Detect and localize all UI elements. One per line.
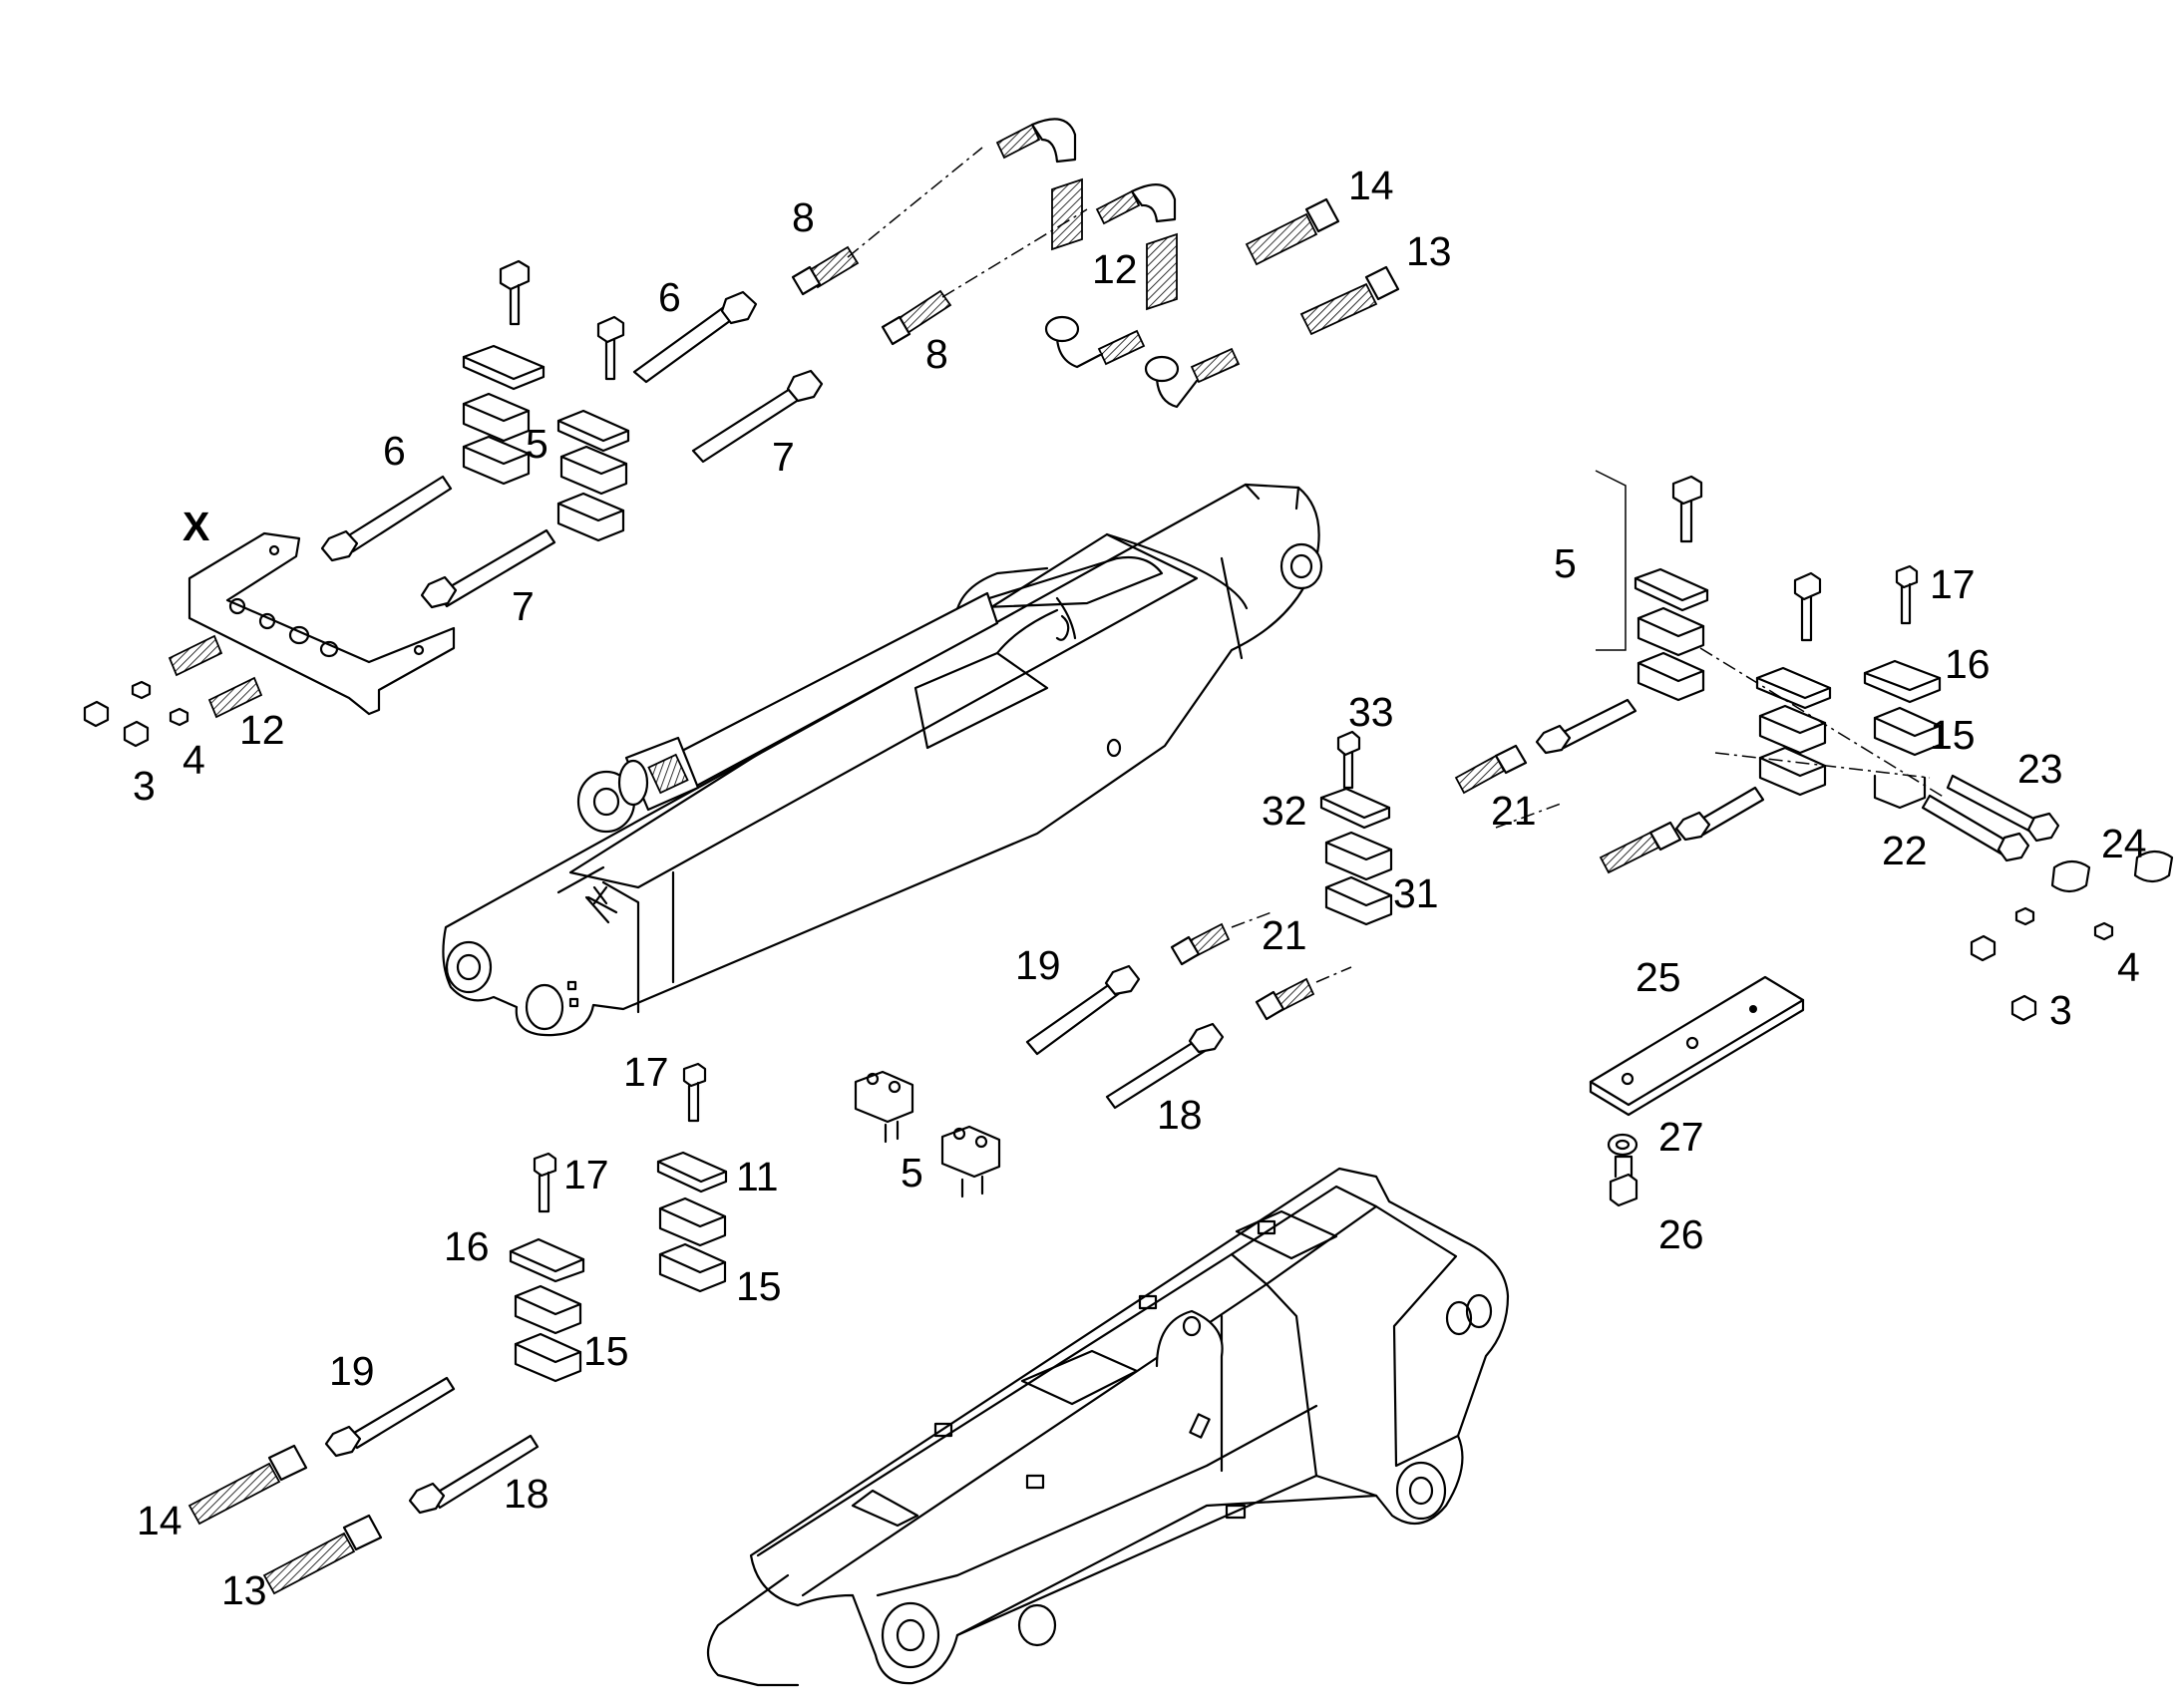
bolt-parts [499, 259, 1919, 1213]
callout-8: 8 [792, 194, 815, 240]
callout-14: 14 [1348, 163, 1394, 208]
callout-6: 6 [658, 274, 681, 320]
callout-33: 33 [1348, 689, 1394, 735]
callout-11: 11 [736, 1154, 779, 1199]
clamp-parts [462, 344, 1942, 1383]
callout-7: 7 [772, 434, 795, 480]
callout-x: X [182, 504, 210, 549]
callout-17: 17 [563, 1152, 609, 1197]
callout-21: 21 [1491, 788, 1537, 834]
callout-13: 13 [1406, 228, 1452, 274]
callout-13: 13 [221, 1567, 267, 1613]
callout-25: 25 [1635, 954, 1681, 1000]
callout-31: 31 [1393, 870, 1439, 916]
callout-19: 19 [329, 1348, 375, 1394]
callout-15: 15 [1930, 712, 1976, 758]
base-frame [706, 1167, 1510, 1687]
callout-32: 32 [1262, 788, 1307, 834]
callout-18: 18 [1157, 1092, 1203, 1138]
callout-21: 21 [1262, 912, 1307, 958]
hose-fittings [168, 118, 1682, 1595]
callout-12: 12 [1092, 246, 1138, 292]
callout-17: 17 [623, 1049, 669, 1095]
callout-26: 26 [1658, 1211, 1704, 1257]
plate-part [1589, 975, 1805, 1117]
rod-parts [320, 290, 2060, 1515]
boom-arm [442, 483, 1323, 1037]
routing-lines [847, 147, 1946, 983]
callout-6: 6 [383, 428, 406, 474]
callout-24: 24 [2101, 821, 2147, 866]
callout-7: 7 [512, 583, 535, 629]
callout-17: 17 [1930, 561, 1976, 607]
mounting-bracket-x [187, 531, 456, 716]
callout-4: 4 [182, 737, 205, 783]
callout-5: 5 [1554, 540, 1577, 586]
nut-parts [83, 680, 2174, 1022]
callout-12: 12 [239, 707, 285, 753]
callout-5: 5 [901, 1150, 923, 1196]
callout-23: 23 [2017, 746, 2063, 792]
callout-3: 3 [2049, 987, 2072, 1033]
callout-3: 3 [133, 763, 156, 809]
callout-4: 4 [2117, 944, 2140, 990]
callout-8: 8 [925, 331, 948, 377]
callout-15: 15 [736, 1263, 782, 1309]
callout-5: 5 [526, 421, 548, 467]
callout-16: 16 [444, 1223, 490, 1269]
callout-19: 19 [1015, 942, 1061, 988]
callout-22: 22 [1882, 828, 1928, 873]
callout-16: 16 [1945, 641, 1991, 687]
callout-27: 27 [1658, 1114, 1704, 1160]
callout-15: 15 [583, 1328, 629, 1374]
callout-14: 14 [137, 1498, 182, 1543]
callout-18: 18 [504, 1471, 549, 1517]
